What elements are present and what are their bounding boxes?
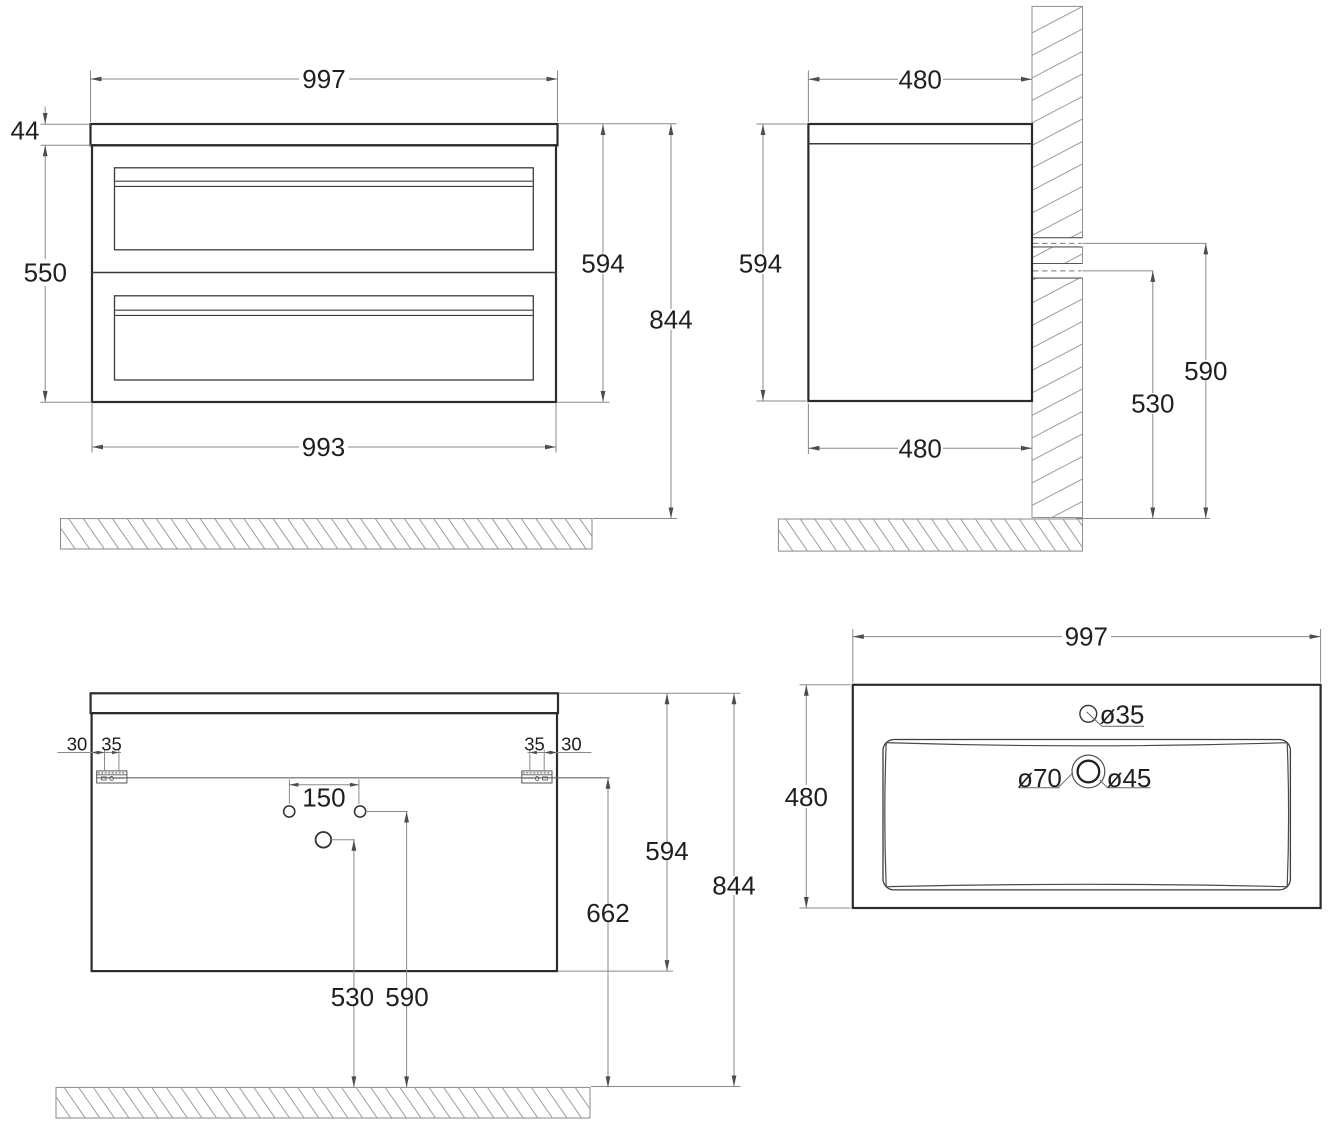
svg-text:997: 997 [302,64,345,94]
svg-text:35: 35 [101,734,122,755]
svg-text:594: 594 [739,249,782,279]
svg-text:480: 480 [899,64,942,94]
svg-text:ø70: ø70 [1017,763,1062,793]
svg-text:30: 30 [67,734,88,755]
svg-text:594: 594 [581,249,624,279]
svg-text:997: 997 [1065,622,1108,652]
svg-text:480: 480 [785,782,828,812]
svg-text:ø35: ø35 [1100,700,1145,730]
svg-text:550: 550 [24,258,67,288]
svg-text:590: 590 [1184,356,1227,386]
svg-text:993: 993 [302,432,345,462]
svg-text:530: 530 [1131,389,1174,419]
svg-text:844: 844 [649,305,692,335]
svg-text:844: 844 [712,871,755,901]
svg-text:480: 480 [899,433,942,463]
svg-text:590: 590 [385,982,428,1012]
svg-text:44: 44 [11,116,40,146]
svg-text:150: 150 [302,782,345,812]
svg-text:ø45: ø45 [1107,763,1152,793]
svg-text:35: 35 [524,734,545,755]
svg-text:662: 662 [586,898,629,928]
svg-text:530: 530 [331,982,374,1012]
svg-text:30: 30 [561,734,582,755]
svg-text:594: 594 [645,836,688,866]
